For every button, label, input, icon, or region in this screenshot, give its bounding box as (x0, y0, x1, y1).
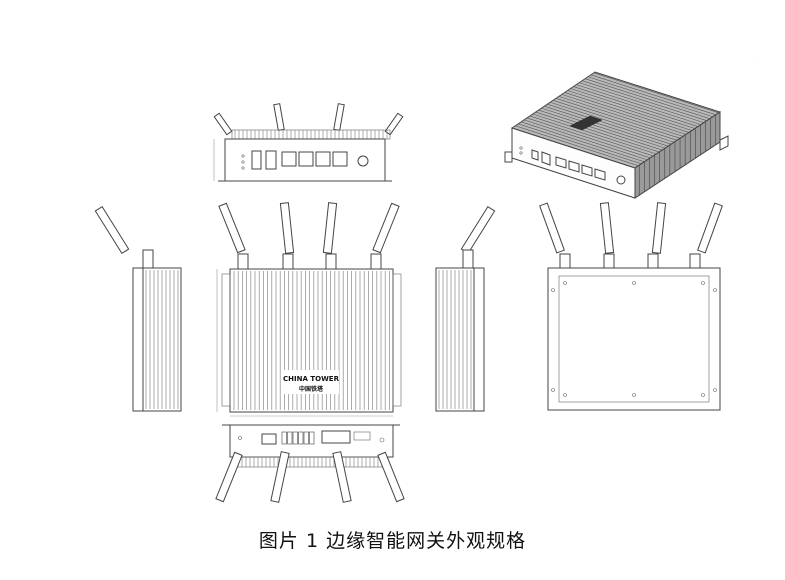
isometric-antennas (601, 29, 760, 110)
logo-text-english: CHINA TOWER (283, 375, 340, 383)
rear-view-antennas (215, 451, 405, 503)
gateway-drawing: CHINA TOWER 中国铁塔 (94, 29, 760, 503)
bottom-view-body (547, 267, 721, 411)
left-side-view (94, 205, 182, 412)
left-side-body (132, 267, 182, 412)
top-view-antennas (218, 202, 400, 271)
isometric-view (504, 29, 760, 199)
right-side-body (435, 267, 485, 412)
front-view (213, 103, 404, 182)
top-view: CHINA TOWER 中国铁塔 (216, 202, 402, 417)
bottom-view-antennas (539, 202, 723, 271)
right-side-view (435, 205, 496, 412)
bottom-view (539, 202, 723, 411)
logo-text-chinese: 中国铁塔 (299, 385, 324, 393)
front-view-body (224, 138, 386, 182)
rear-view (215, 424, 405, 503)
figure-caption: 图片 1 边缘智能网关外观规格 (258, 530, 527, 552)
